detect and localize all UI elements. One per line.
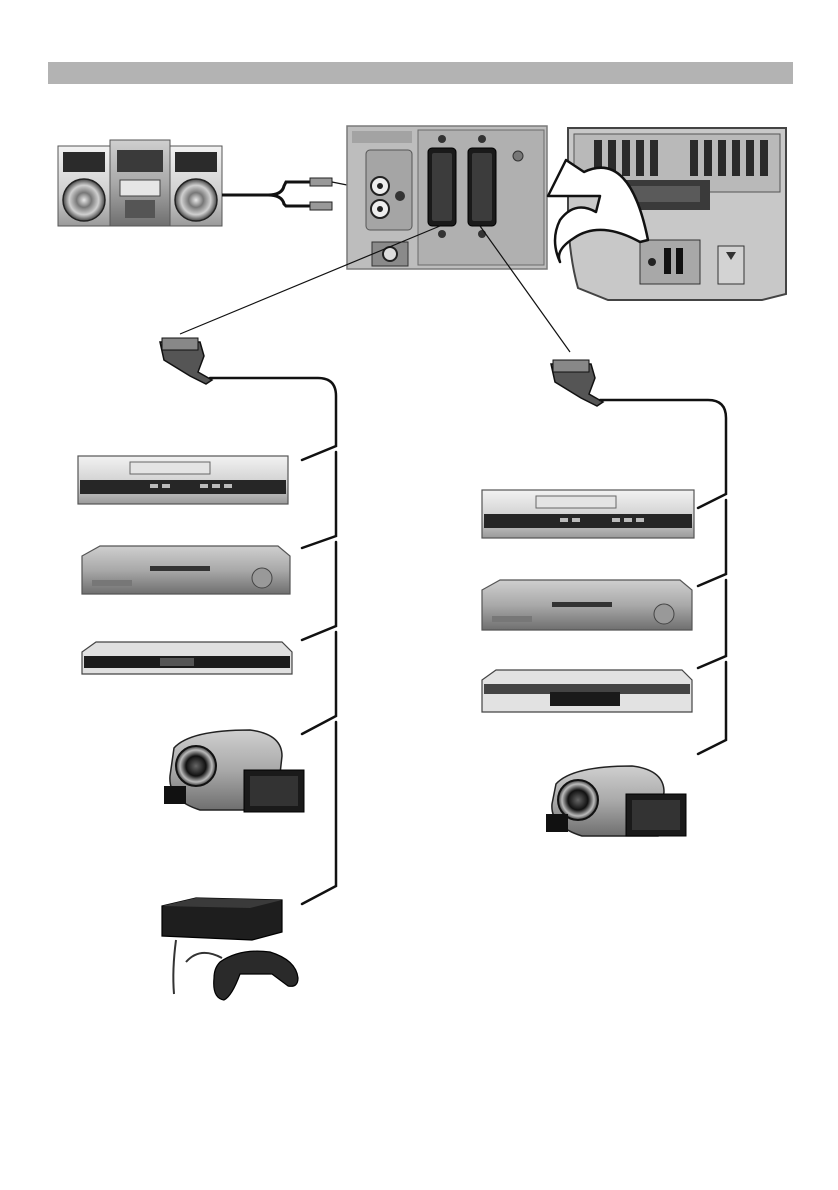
scart-plug-right bbox=[551, 360, 603, 406]
game-controller bbox=[214, 951, 298, 1000]
device-set-top-box-right bbox=[482, 580, 692, 630]
rca-audio-cable bbox=[222, 182, 312, 206]
device-camcorder-right bbox=[546, 766, 686, 836]
device-set-top-box-left bbox=[82, 546, 290, 594]
tv-connector-panel bbox=[347, 126, 547, 269]
stereo-system bbox=[58, 140, 222, 226]
tv-power-socket bbox=[718, 246, 744, 284]
scart-cable-line-left bbox=[180, 226, 440, 334]
device-dvd-recorder-right bbox=[482, 670, 692, 712]
device-game-console-left bbox=[162, 898, 298, 1000]
device-video-recorder-left bbox=[78, 456, 288, 504]
scart-plug-left bbox=[160, 338, 212, 384]
speaker-left-cone bbox=[63, 179, 105, 221]
speaker-right-cone bbox=[175, 179, 217, 221]
device-dvd-player-left bbox=[82, 642, 292, 674]
device-camcorder-left bbox=[164, 730, 304, 812]
device-video-recorder-right bbox=[482, 490, 694, 538]
